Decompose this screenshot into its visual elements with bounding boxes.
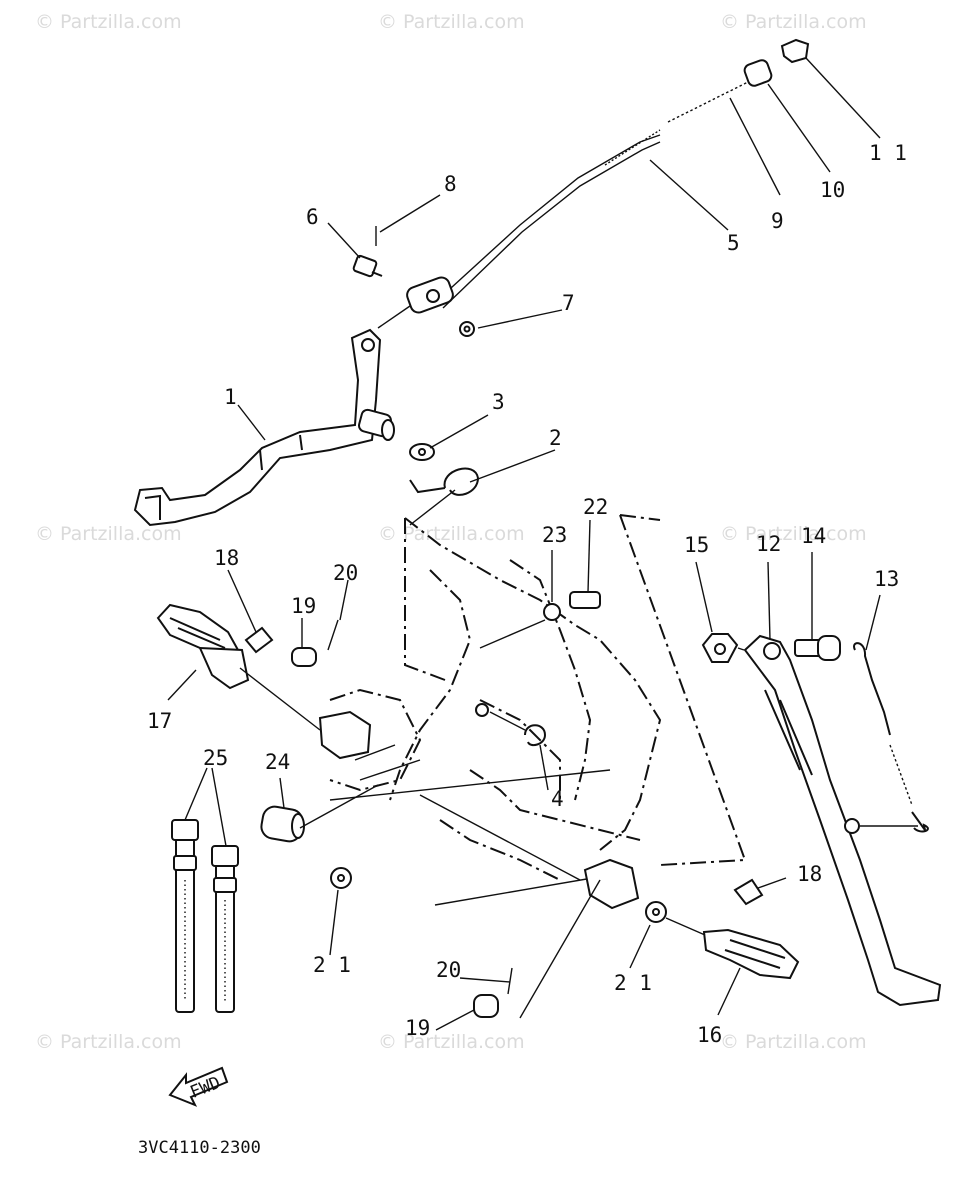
brake-spring	[667, 81, 749, 123]
callout-13: 13	[874, 567, 899, 591]
callout-15: 15	[684, 533, 709, 557]
brake-pedal	[133, 328, 395, 527]
callout-1: 1	[224, 385, 237, 409]
callout-2: 2	[549, 426, 562, 450]
callout-23: 23	[542, 523, 567, 547]
footrest-left	[156, 603, 339, 690]
callout-6: 6	[306, 205, 319, 229]
callout-9: 9	[771, 209, 784, 233]
callout-5: 5	[727, 231, 740, 255]
rod-thread	[604, 129, 661, 166]
callout-19-right: 19	[405, 1016, 430, 1040]
callout-7: 7	[562, 291, 575, 315]
callout-20-left: 20	[333, 561, 358, 585]
mount-hardware	[260, 591, 667, 923]
watermark: © Partzilla.com	[378, 11, 525, 33]
callout-21-right: 2 1	[614, 971, 652, 995]
watermark: © Partzilla.com	[720, 523, 867, 545]
callout-12: 12	[756, 532, 781, 556]
callout-22: 22	[583, 495, 608, 519]
callout-14: 14	[801, 524, 826, 548]
watermark: © Partzilla.com	[720, 1031, 867, 1053]
callout-20-right: 20	[436, 958, 461, 982]
callout-10: 10	[820, 178, 845, 202]
callout-25: 25	[203, 746, 228, 770]
callout-18-left: 18	[214, 546, 239, 570]
callouts: 1 2 3 4 5 6 7 8 9 10 1 1 12 13 14 15 16 …	[147, 141, 907, 1047]
footrest-right	[473, 878, 800, 1018]
watermark: © Partzilla.com	[35, 1031, 182, 1053]
callout-8: 8	[444, 172, 457, 196]
fwd-arrow-icon: FWD	[168, 1066, 229, 1107]
watermark: © Partzilla.com	[720, 11, 867, 33]
watermark-group: © Partzilla.com © Partzilla.com © Partzi…	[35, 11, 867, 1053]
watermark: © Partzilla.com	[378, 1031, 525, 1053]
diagram-code: 3VC4110-2300	[138, 1138, 261, 1158]
leader-lines	[167, 57, 881, 1031]
watermark: © Partzilla.com	[35, 523, 182, 545]
callout-4: 4	[551, 787, 564, 811]
callout-17: 17	[147, 709, 172, 733]
callout-18-right: 18	[797, 862, 822, 886]
callout-19-left: 19	[291, 594, 316, 618]
callout-3: 3	[492, 390, 505, 414]
watermark: © Partzilla.com	[35, 11, 182, 33]
callout-21-left: 2 1	[313, 953, 351, 977]
watermark: © Partzilla.com	[378, 523, 525, 545]
side-stand	[701, 633, 942, 1007]
callout-11: 1 1	[869, 141, 907, 165]
frame-outline	[329, 514, 747, 906]
callout-24: 24	[265, 750, 290, 774]
brake-rod-assembly	[352, 38, 810, 496]
callout-16: 16	[697, 1023, 722, 1047]
cable-ties	[171, 819, 239, 1013]
